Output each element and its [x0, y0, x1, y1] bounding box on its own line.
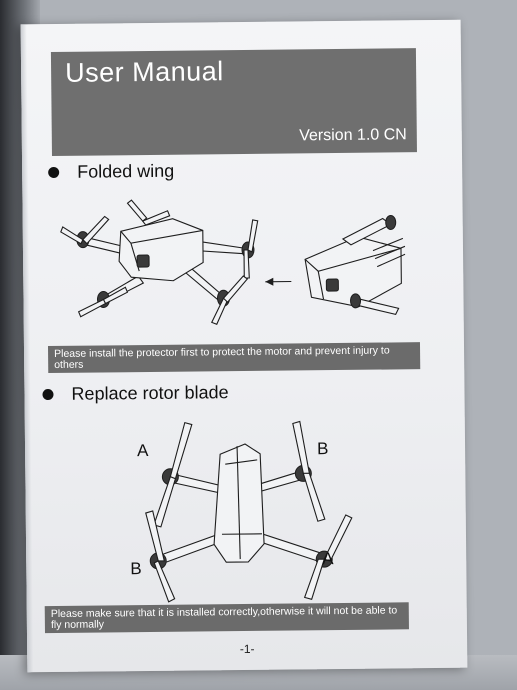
notice-bar-installation: Please make sure that it is installed co… [44, 602, 409, 634]
section-heading-text: Replace rotor blade [71, 382, 229, 404]
page-number: -1- [239, 641, 255, 657]
version-label: Version 1.0 CN [299, 126, 407, 145]
rotor-label-bottom-right: A [322, 549, 334, 569]
folded-wing-illustration [60, 199, 406, 325]
rotor-label-bottom-left: B [130, 559, 142, 579]
header-band: User Manual Version 1.0 CN [50, 48, 417, 157]
section-heading-folded-wing: Folded wing [48, 161, 174, 183]
unfolded-drone-drawing [60, 199, 259, 325]
rotor-label-top-left: A [136, 441, 149, 461]
rotor-label-top-right: B [316, 439, 329, 459]
folded-drone-drawing [304, 214, 406, 316]
notice-bar-protector: Please install the protector first to pr… [47, 342, 421, 374]
rotor-blade-illustration [145, 420, 353, 603]
bullet-icon [42, 388, 54, 401]
section-heading-text: Folded wing [77, 160, 175, 182]
page-title: User Manual [64, 56, 224, 88]
bullet-icon [48, 166, 60, 179]
section-heading-replace-rotor: Replace rotor blade [42, 382, 229, 405]
manual-page: User Manual Version 1.0 CN Folded wing [20, 19, 468, 673]
fold-arrow-icon [265, 277, 292, 286]
